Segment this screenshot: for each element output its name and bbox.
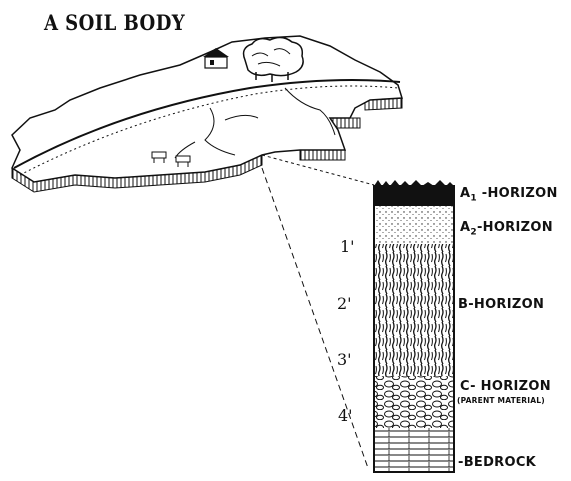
b-layer <box>374 244 454 376</box>
bedrock-label: -BEDROCK <box>458 455 536 470</box>
depth-mark-2ft: 2' <box>337 294 352 313</box>
b-horizon-label: B-HORIZON <box>458 297 544 312</box>
c-horizon-label: C- HORIZON <box>460 379 551 394</box>
diagram-title: A SOIL BODY <box>44 10 185 35</box>
a2-horizon-label: A2-HORIZON <box>460 220 553 238</box>
depth-mark-4ft: 4' <box>338 406 353 425</box>
a1-horizon-label: A1 -HORIZON <box>460 186 558 204</box>
soil-profile-column <box>374 180 454 472</box>
depth-mark-1ft: 1' <box>340 237 355 256</box>
depth-mark-3ft: 3' <box>337 350 352 369</box>
c-horizon-note: (PARENT MATERIAL) <box>457 396 545 405</box>
bedrock-layer <box>374 428 454 472</box>
a2-layer <box>374 206 454 244</box>
c-layer <box>374 376 454 428</box>
a1-layer <box>374 186 454 206</box>
